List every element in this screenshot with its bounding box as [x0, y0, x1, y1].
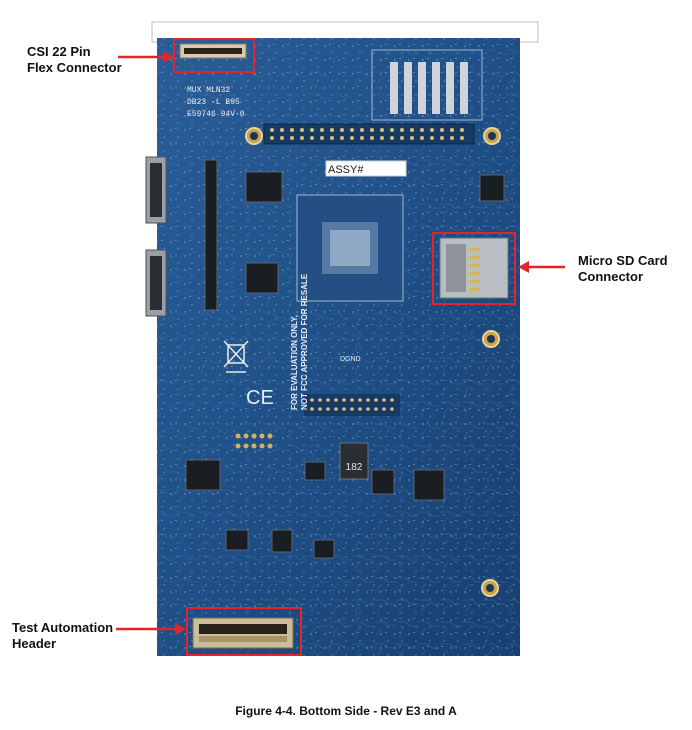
- test-automation-connector: [192, 617, 294, 649]
- part-marking-line3: E59746 94V-0: [187, 110, 245, 119]
- csi-connector: [179, 43, 247, 59]
- part-marking-line1: MUX MLN32: [187, 86, 230, 95]
- left-vertical-header: [204, 159, 218, 311]
- micro-sd-callout: Micro SD Card Connector: [578, 253, 668, 285]
- soc-bga: [296, 194, 404, 302]
- pin-header-middle: [304, 394, 400, 416]
- evaluation-notice-line2: NOT FCC APPROVED FOR RESALE: [300, 273, 309, 410]
- test-automation-callout: Test Automation Header: [12, 620, 113, 652]
- test-callout-line2: Header: [12, 636, 57, 651]
- csi-highlight-box: [173, 38, 255, 73]
- gold-pad-array: [235, 433, 273, 449]
- callout-arrows: [116, 51, 565, 635]
- weee-bin-icon: [223, 340, 249, 373]
- test-callout-line1: Test Automation: [12, 620, 114, 635]
- csi-callout-line1: CSI 22 Pin: [27, 44, 91, 59]
- sd-callout-line1: Micro SD Card: [578, 253, 668, 268]
- heatsink-pads: [390, 62, 468, 114]
- csi-callout-line2: Flex Connector: [27, 60, 122, 75]
- dgnd-label: DGND: [340, 356, 361, 363]
- ce-mark: CE: [246, 387, 274, 409]
- chip-182-label: 182: [346, 462, 363, 473]
- csi-connector-callout: CSI 22 Pin Flex Connector: [27, 44, 122, 76]
- micro-sd-connector: [439, 237, 509, 299]
- pin-header-top: [263, 123, 475, 145]
- part-marking-line2: DB23 -L B95: [187, 98, 240, 107]
- micro-sd-highlight-box: [432, 232, 516, 305]
- assy-label: ASSY#: [328, 164, 364, 176]
- test-automation-highlight-box: [186, 607, 302, 656]
- figure-caption: Figure 4-4. Bottom Side - Rev E3 and A: [235, 704, 457, 718]
- sd-callout-line2: Connector: [578, 269, 643, 284]
- highlight-boxes: [173, 38, 516, 656]
- left-edge-connectors: [145, 156, 167, 317]
- evaluation-notice-line1: FOR EVALUATION ONLY,: [290, 315, 299, 410]
